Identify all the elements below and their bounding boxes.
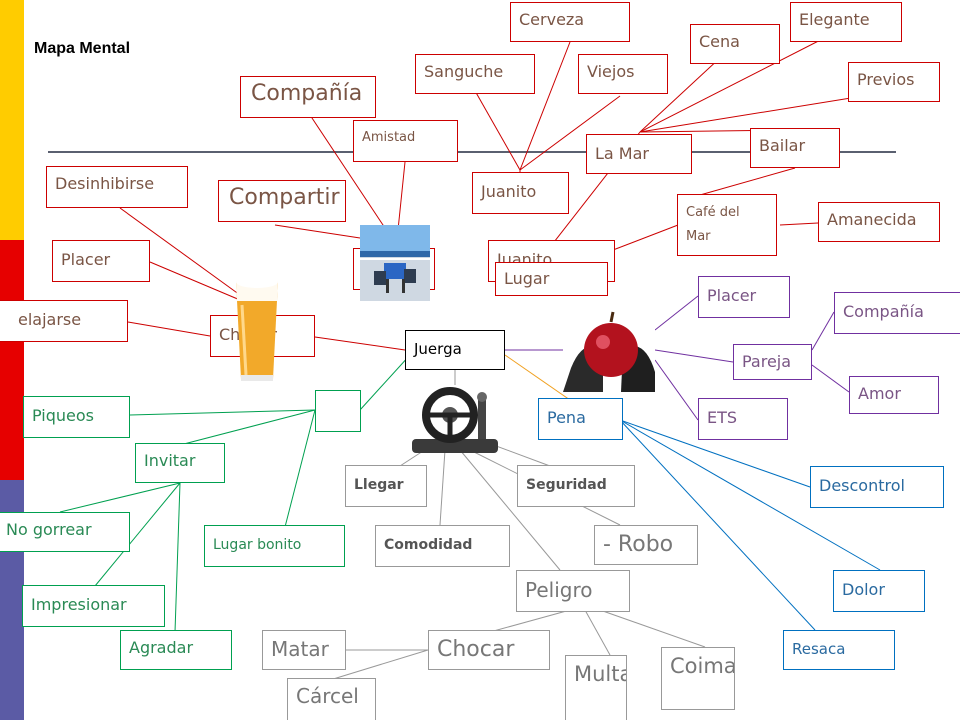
node-desinhibirse: Desinhibirse — [46, 166, 188, 208]
node-la-mar: La Mar — [586, 134, 692, 174]
steering-wheel-icon — [412, 387, 498, 453]
node-multa: Multa — [565, 655, 627, 720]
node-comodidad: Comodidad — [375, 525, 510, 567]
node-juanito-1: Juanito — [472, 172, 569, 214]
node-cafe-del-mar: Café del Mar — [677, 194, 777, 256]
node-amistad: Amistad — [353, 120, 458, 162]
node-relajarse: elajarse — [0, 300, 128, 342]
node-empty-green — [315, 390, 361, 432]
node-invitar: Invitar — [135, 443, 225, 483]
apple-hand-icon — [563, 308, 655, 392]
node-bailar: Bailar — [750, 128, 840, 168]
node-carcel: Cárcel — [287, 678, 376, 720]
center-node-juerga: Juerga — [405, 330, 505, 370]
node-resaca: Resaca — [783, 630, 895, 670]
accent-bar-red — [0, 240, 24, 480]
node-chocar: Chocar — [428, 630, 550, 670]
node-compania-purple: Compañía — [834, 292, 960, 334]
node-descontrol: Descontrol — [810, 466, 944, 508]
node-elegante: Elegante — [790, 2, 902, 42]
node-ets: ETS — [698, 398, 788, 440]
node-coima: Coima — [661, 647, 735, 710]
node-dolor: Dolor — [833, 570, 925, 612]
node-piqueos: Piqueos — [23, 396, 130, 438]
node-llegar: Llegar — [345, 465, 427, 507]
node-peligro: Peligro — [516, 570, 630, 612]
node-amor: Amor — [849, 376, 939, 414]
node-pena: Pena — [538, 398, 623, 440]
node-no-gorrear: No gorrear — [0, 512, 130, 552]
accent-bar-yellow — [0, 0, 24, 240]
node-sanguche: Sanguche — [415, 54, 535, 94]
node-viejos: Viejos — [578, 54, 668, 94]
node-agradar: Agradar — [120, 630, 232, 670]
node-pareja: Pareja — [733, 344, 812, 380]
node-robo: - Robo — [594, 525, 698, 565]
node-cena: Cena — [690, 24, 780, 64]
node-compania: Compañía — [240, 76, 376, 118]
node-amanecida: Amanecida — [818, 202, 940, 242]
node-seguridad: Seguridad — [517, 465, 635, 507]
beer-glass-icon — [236, 276, 278, 381]
node-previos: Previos — [848, 62, 940, 102]
node-placer-purple: Placer — [698, 276, 790, 318]
page-title: Mapa Mental — [34, 40, 131, 57]
node-lugar-bonito: Lugar bonito — [204, 525, 345, 567]
node-lugar: Lugar — [495, 262, 608, 296]
node-cerveza: Cerveza — [510, 2, 630, 42]
terrace-chairs-icon — [360, 225, 430, 301]
node-matar: Matar — [262, 630, 346, 670]
node-impresionar: Impresionar — [22, 585, 165, 627]
node-placer-red: Placer — [52, 240, 150, 282]
node-compartir: Compartir — [218, 180, 346, 222]
